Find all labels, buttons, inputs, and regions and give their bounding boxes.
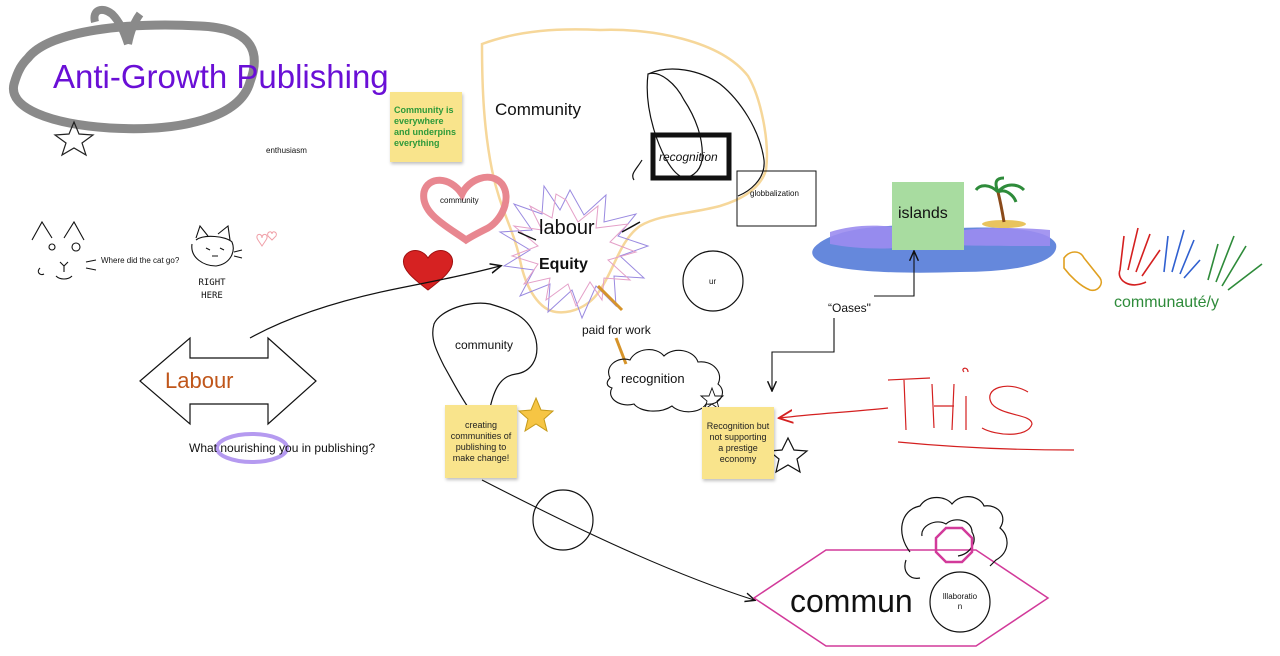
enthusiasm-label: enthusiasm (266, 146, 307, 155)
empty-circle (532, 489, 594, 551)
hands-drawing (1063, 227, 1263, 292)
collaboration-circle (929, 571, 991, 633)
creating-to-commun-arrow (481, 479, 754, 600)
nourishing-question: What nourishing you in publishing? (189, 441, 376, 455)
community-blob (432, 302, 538, 418)
equity-label: Equity (539, 256, 588, 273)
sticky-community-everywhere[interactable]: Community is everywhere and underpins ev… (390, 92, 462, 162)
ur-circle (682, 250, 744, 312)
cat-answer-label: RIGHT HERE (198, 278, 226, 301)
islands-label: islands (898, 205, 948, 222)
sticky-community-everywhere-text: Community is everywhere and underpins ev… (394, 105, 457, 148)
gear-scribble (901, 496, 1008, 579)
recognition-scribble (632, 68, 765, 197)
recognition-box-label: recognition (659, 150, 718, 164)
communaute-label: communauté/y (1114, 294, 1219, 311)
sticky-creating-communities-text: creating communities of publishing to ma… (450, 419, 512, 463)
recognition-cloud-label: recognition (621, 371, 685, 386)
oases-to-islands-arrow (874, 252, 914, 297)
commun-label: commun (790, 583, 913, 619)
oases-to-sticky-arrow (772, 318, 835, 390)
sticky-creating-communities[interactable]: creating communities of publishing to ma… (445, 405, 517, 478)
palm-island-icon (974, 176, 1026, 228)
community-heart-label: community (440, 196, 479, 205)
title-grey-blob (8, 20, 259, 134)
paid-work-connector-bottom (614, 337, 628, 365)
small-hearts-icon (256, 231, 277, 247)
red-arrow (780, 407, 889, 418)
labour-to-equity-arrow (249, 266, 500, 339)
sticky-star-icon (767, 436, 809, 474)
islands-box (892, 182, 964, 250)
community-outline (480, 28, 769, 314)
yellow-star-icon (517, 396, 555, 433)
community-blob-label: community (455, 338, 514, 352)
board-title: Anti-Growth Publishing (53, 58, 389, 95)
cat-question-label: Where did the cat go? (101, 256, 180, 265)
ur-label: ur (709, 277, 717, 286)
recognition-box (650, 132, 732, 181)
community-heart-icon (420, 173, 510, 245)
red-heart-icon (402, 250, 454, 291)
sticky-recognition-prestige-text: Recognition but not supporting a prestig… (706, 421, 770, 464)
oases-label: “Oases" (828, 301, 871, 315)
collaboration-label: lllaboratio n (942, 592, 978, 611)
labour-double-arrow (139, 336, 317, 426)
nourishing-ellipse (215, 432, 289, 464)
sticky-recognition-prestige[interactable]: Recognition but not supporting a prestig… (702, 407, 774, 479)
community-big-label: Community (495, 100, 581, 119)
commun-hexagon (752, 549, 1050, 647)
burst-dark-strokes (517, 221, 641, 241)
labour-arrow-label: Labour (165, 368, 234, 393)
paid-for-work-label: paid for work (582, 323, 651, 337)
globalization-label: globbalization (750, 189, 799, 198)
equity-burst (498, 184, 650, 320)
paid-work-connector-top (596, 284, 624, 312)
this-annotation (887, 367, 1075, 451)
labour-label: labour (539, 217, 595, 239)
cat-face-drawing (31, 220, 97, 280)
cloud-star-icon (699, 386, 725, 411)
title-star-icon (53, 120, 95, 157)
globalization-box (736, 170, 817, 227)
cat-sketch-right (191, 224, 243, 267)
pink-octagon (934, 526, 974, 564)
title-grey-curl (90, 5, 144, 46)
